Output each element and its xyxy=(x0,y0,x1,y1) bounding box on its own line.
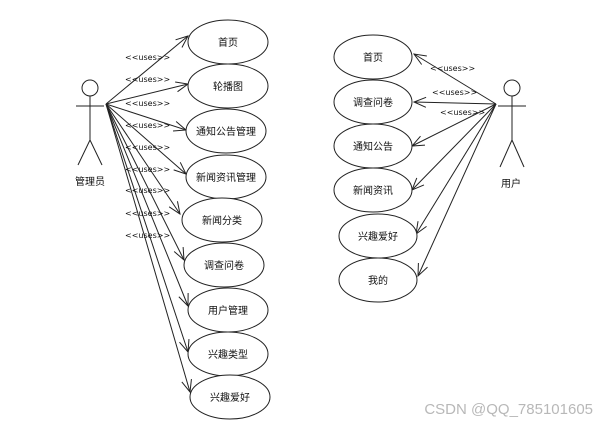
admin-use-case-news-manage-label: 新闻资讯管理 xyxy=(196,171,256,184)
admin-uses-label-3: <<uses>> xyxy=(125,99,170,108)
user-actor-figure xyxy=(498,79,526,168)
admin-use-case-user-manage-label: 用户管理 xyxy=(208,304,248,317)
user-use-case-survey-label: 调查问卷 xyxy=(353,96,393,109)
user-assoc-survey xyxy=(414,102,497,104)
admin-use-case-news-manage: 新闻资讯管理 xyxy=(185,154,267,200)
user-uses-label-2: <<uses>> xyxy=(432,88,477,97)
admin-uses-label-8: <<uses>> xyxy=(125,209,170,218)
admin-use-case-notice-manage-label: 通知公告管理 xyxy=(196,125,256,138)
admin-use-case-interest: 兴趣爱好 xyxy=(189,374,271,420)
user-associations xyxy=(412,54,497,276)
admin-uses-label-6: <<uses>> xyxy=(125,165,170,174)
user-assoc-notice xyxy=(412,103,497,146)
user-use-case-mine: 我的 xyxy=(338,257,418,303)
user-use-case-notice: 通知公告 xyxy=(333,123,413,169)
user-use-case-notice-label: 通知公告 xyxy=(353,140,393,153)
admin-actor-label: 管理员 xyxy=(75,175,105,188)
user-use-case-news: 新闻资讯 xyxy=(333,167,413,213)
user-use-case-interest: 兴趣爱好 xyxy=(338,213,418,259)
admin-actor-figure xyxy=(76,79,104,166)
user-actor-label: 用户 xyxy=(501,177,521,190)
admin-assoc-news-manage xyxy=(105,103,186,174)
admin-use-cases: 首页 轮播图 通知公告管理 新闻资讯管理 新闻分类 调查问卷 用户管理 兴趣类 xyxy=(181,19,271,420)
admin-actor: 管理员 xyxy=(75,79,105,188)
admin-uses-label-7: <<uses>> xyxy=(125,186,170,195)
user-assoc-mine xyxy=(418,103,497,276)
user-assoc-news xyxy=(412,103,497,190)
user-uses-label-3: <<uses>> xyxy=(440,108,485,117)
user-assoc-interest xyxy=(416,103,497,234)
watermark: CSDN @QQ_785101605 xyxy=(424,401,593,418)
admin-uses-label-1: <<uses>> xyxy=(125,53,170,62)
admin-use-case-news-category: 新闻分类 xyxy=(181,197,263,243)
admin-use-case-carousel: 轮播图 xyxy=(187,63,269,109)
user-use-cases: 首页 调查问卷 通知公告 新闻资讯 兴趣爱好 我的 xyxy=(333,34,418,303)
admin-assoc-interest-type xyxy=(105,103,188,352)
user-use-case-survey: 调查问卷 xyxy=(333,79,413,125)
admin-assoc-news-category xyxy=(105,103,180,214)
admin-uses-label-4: <<uses>> xyxy=(125,121,170,130)
admin-uses-label-2: <<uses>> xyxy=(125,75,170,84)
user-use-case-mine-label: 我的 xyxy=(368,274,388,287)
admin-use-case-carousel-label: 轮播图 xyxy=(213,80,243,93)
admin-uses-label-9: <<uses>> xyxy=(125,231,170,240)
user-stereotype-labels: <<uses>> <<uses>> <<uses>> xyxy=(430,64,485,117)
user-use-case-home: 首页 xyxy=(333,34,413,80)
admin-uses-label-5: <<uses>> xyxy=(125,143,170,152)
admin-use-case-interest-label: 兴趣爱好 xyxy=(210,391,250,404)
user-assoc-home xyxy=(414,54,497,105)
admin-use-case-user-manage: 用户管理 xyxy=(187,287,269,333)
user-use-case-news-label: 新闻资讯 xyxy=(353,184,393,197)
admin-use-case-interest-type-label: 兴趣类型 xyxy=(208,348,248,361)
admin-assoc-home xyxy=(105,36,188,105)
admin-use-case-home-label: 首页 xyxy=(218,36,238,49)
admin-use-case-news-category-label: 新闻分类 xyxy=(202,214,242,227)
admin-use-case-survey-label: 调查问卷 xyxy=(204,259,244,272)
user-uses-label-1: <<uses>> xyxy=(430,64,475,73)
admin-assoc-notice-manage xyxy=(105,103,186,130)
admin-associations xyxy=(105,36,190,392)
admin-stereotype-labels: <<uses>> <<uses>> <<uses>> <<uses>> <<us… xyxy=(125,53,170,240)
admin-assoc-carousel xyxy=(105,84,188,105)
admin-use-case-home: 首页 xyxy=(187,19,269,65)
user-use-case-interest-label: 兴趣爱好 xyxy=(358,230,398,243)
admin-use-case-interest-type: 兴趣类型 xyxy=(187,331,269,377)
admin-assoc-interest xyxy=(105,103,190,392)
user-use-case-home-label: 首页 xyxy=(363,51,383,64)
admin-use-case-survey: 调查问卷 xyxy=(183,242,265,288)
admin-assoc-user-manage xyxy=(105,103,188,306)
user-actor: 用户 xyxy=(498,79,526,190)
admin-assoc-survey xyxy=(105,103,184,260)
admin-use-case-notice-manage: 通知公告管理 xyxy=(185,108,267,154)
